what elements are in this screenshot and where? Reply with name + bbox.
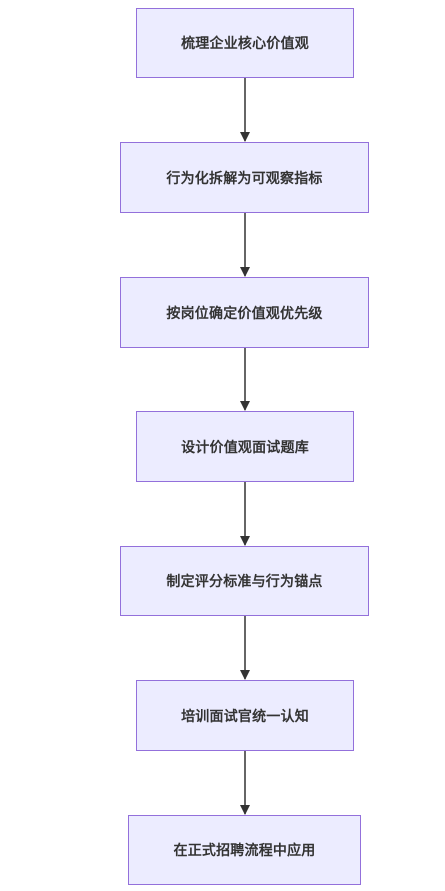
step-7-label: 在正式招聘流程中应用 [173,843,316,859]
step-4-node: 设计价值观面试题库 [136,411,354,482]
step-7-node: 在正式招聘流程中应用 [128,815,361,885]
step-6-label: 培训面试官统一认知 [181,708,309,725]
step-5-label: 制定评分标准与行为锚点 [166,574,323,590]
step-3-label: 按岗位确定价值观优先级 [166,305,323,322]
step-6-node: 培训面试官统一认知 [136,680,354,751]
step-1-node: 梳理企业核心价值观 [136,8,354,78]
step-2-node: 行为化拆解为可观察指标 [120,142,369,213]
step-1-label: 梳理企业核心价值观 [181,36,309,52]
step-3-node: 按岗位确定价值观优先级 [120,277,369,348]
step-2-label: 行为化拆解为可观察指标 [166,170,323,187]
step-5-node: 制定评分标准与行为锚点 [120,546,369,616]
step-4-label: 设计价值观面试题库 [181,439,309,456]
